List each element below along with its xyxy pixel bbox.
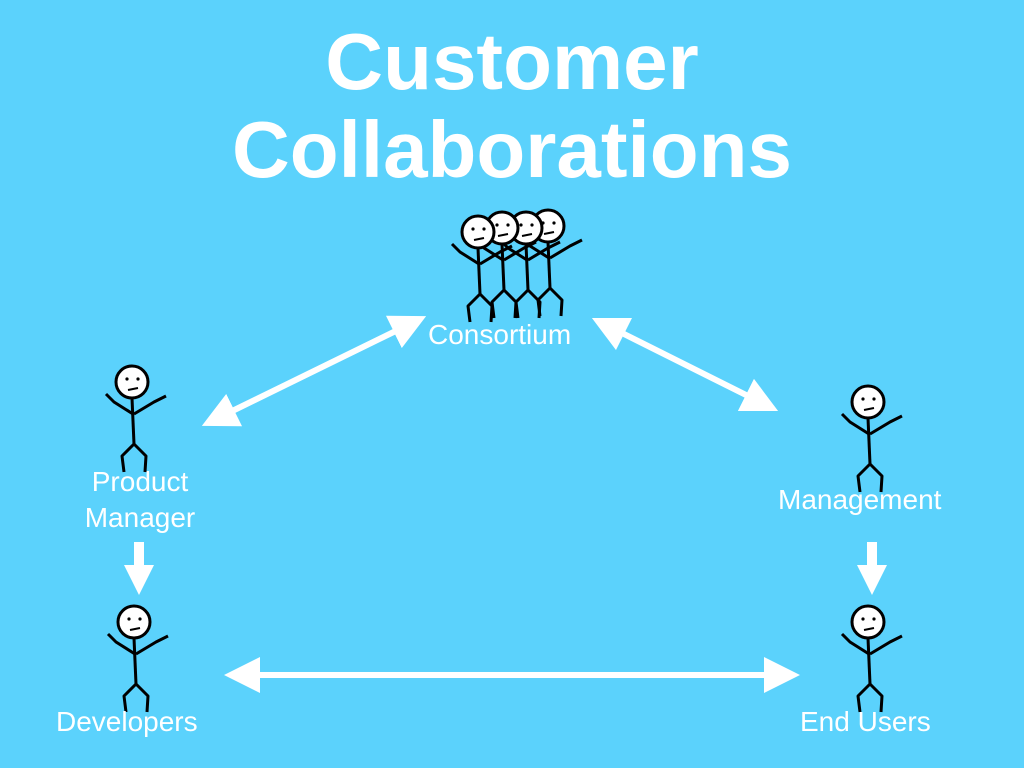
- node-label-product-manager-line-2: Manager: [84, 502, 196, 533]
- end-users-figure: [840, 604, 904, 714]
- arrow-consortium-management: [591, 317, 779, 412]
- arrow-consortium-product-manager: [201, 315, 427, 427]
- developers-figure: [106, 604, 170, 714]
- product-manager-figure: [104, 364, 168, 474]
- node-label-consortium: Consortium: [428, 319, 572, 350]
- node-label-developers: Developers: [56, 706, 198, 737]
- title-line-1: Customer: [325, 17, 699, 106]
- page-title: Customer Collaborations: [0, 18, 1024, 194]
- node-label-product-manager-line-1: Product: [91, 466, 189, 497]
- node-label-end-users: End Users: [800, 706, 931, 737]
- title-line-2: Collaborations: [231, 105, 793, 194]
- node-label-management: Management: [778, 484, 942, 515]
- management-figure: [840, 384, 904, 494]
- node-label-product-manager: Product Manager: [70, 464, 210, 536]
